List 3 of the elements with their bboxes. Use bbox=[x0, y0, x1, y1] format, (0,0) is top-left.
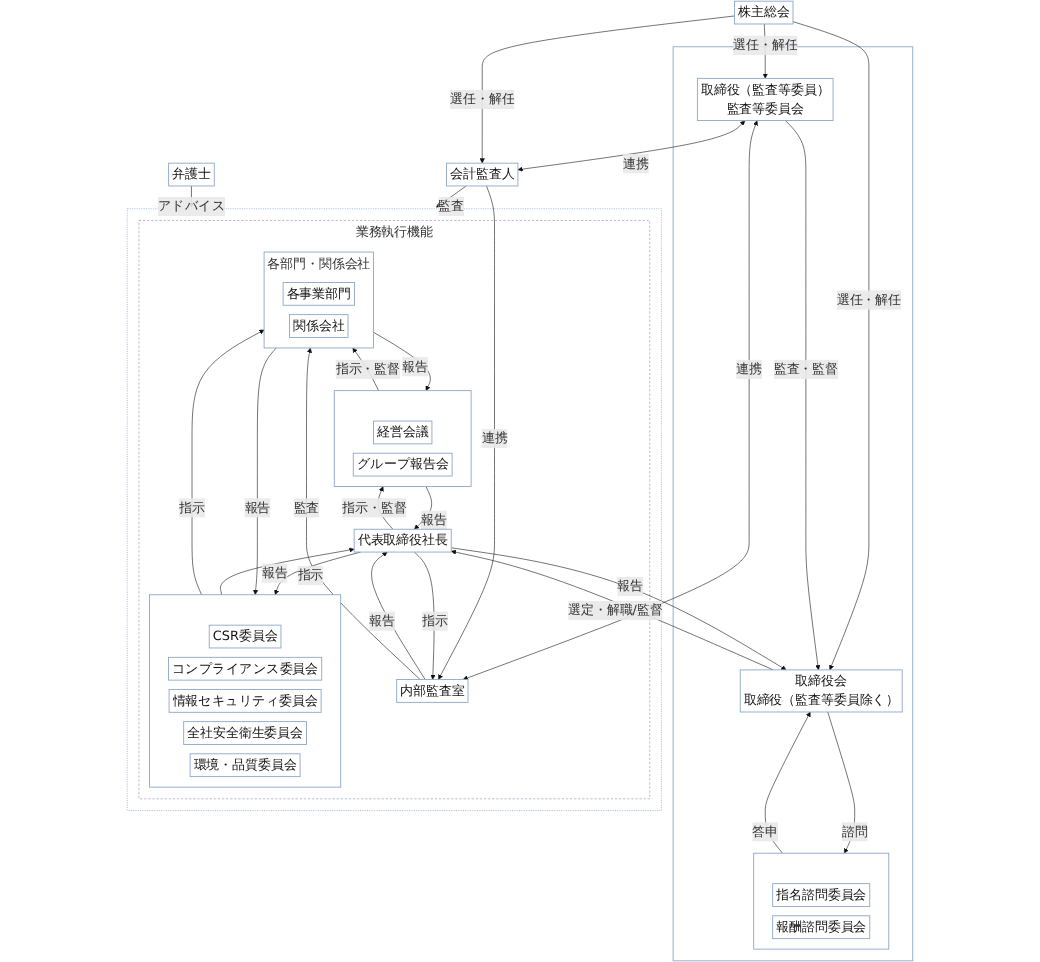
cluster bbox=[149, 594, 342, 788]
cluster bbox=[753, 852, 890, 950]
cluster bbox=[333, 390, 472, 487]
